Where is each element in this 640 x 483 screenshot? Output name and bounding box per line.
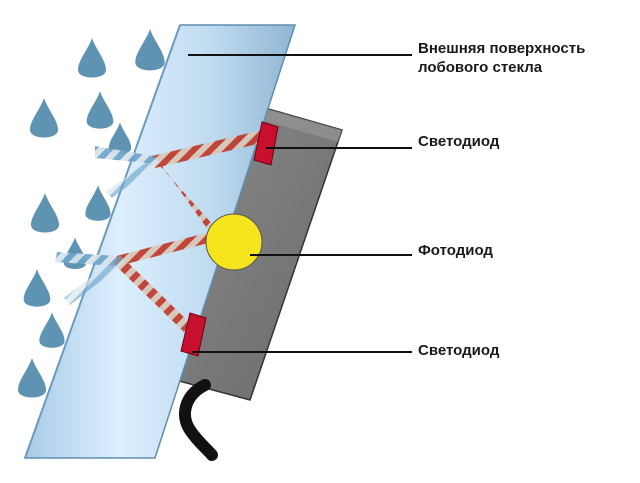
label-led-bottom: Светодиод: [418, 342, 500, 359]
photodiode-icon: [205, 213, 263, 271]
raindrop-icon: [108, 122, 132, 154]
raindrop-icon: [31, 193, 59, 233]
raindrop-icon: [39, 312, 65, 348]
raindrop-icon: [23, 269, 51, 307]
raindrop-icon: [30, 98, 58, 138]
light-beams: [55, 130, 262, 332]
led-bottom-icon: [180, 312, 207, 357]
callout-lines: [188, 54, 412, 353]
label-windshield-line2: лобового стекла: [418, 59, 543, 76]
raindrop-icon: [86, 91, 114, 129]
led-top-icon: [253, 121, 279, 166]
raindrop-icon: [18, 358, 46, 398]
label-windshield-line1: Внешняя поверхность: [418, 40, 586, 57]
label-photodiode: Фотодиод: [418, 242, 493, 259]
raindrop-icon: [135, 28, 165, 71]
raindrop-icon: [85, 185, 111, 221]
label-windshield-surface: Внешняя поверхность лобового стекла: [418, 39, 585, 77]
label-led-top: Светодиод: [418, 133, 500, 150]
raindrop-icon: [78, 38, 106, 78]
sensor-cable: [179, 379, 218, 461]
